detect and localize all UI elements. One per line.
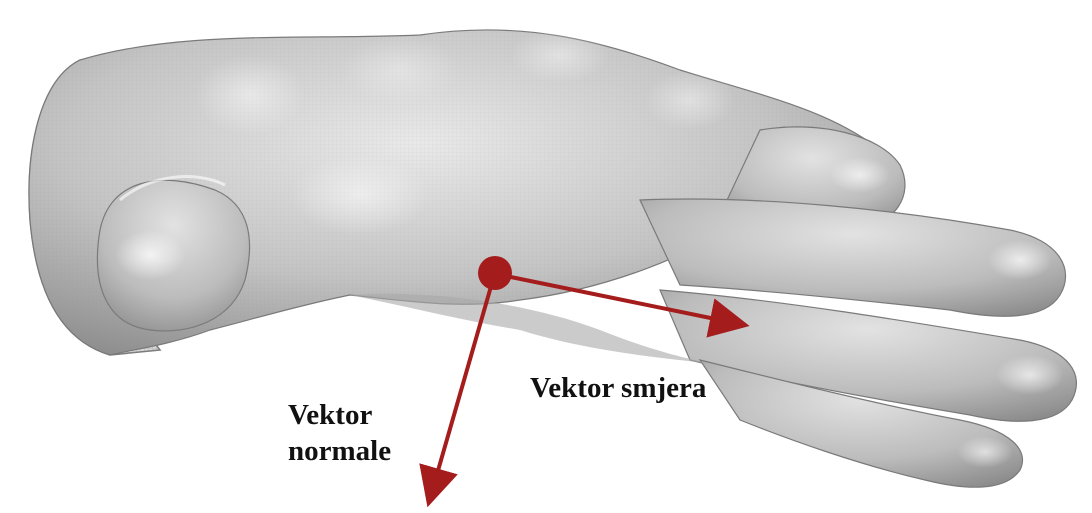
- thumb: [97, 177, 249, 331]
- origin-point: [478, 256, 512, 290]
- normal-vector-label-line2: normale: [288, 433, 391, 469]
- normal-vector-label-line1: Vektor: [288, 397, 372, 433]
- direction-vector-label: Vektor smjera: [530, 370, 706, 406]
